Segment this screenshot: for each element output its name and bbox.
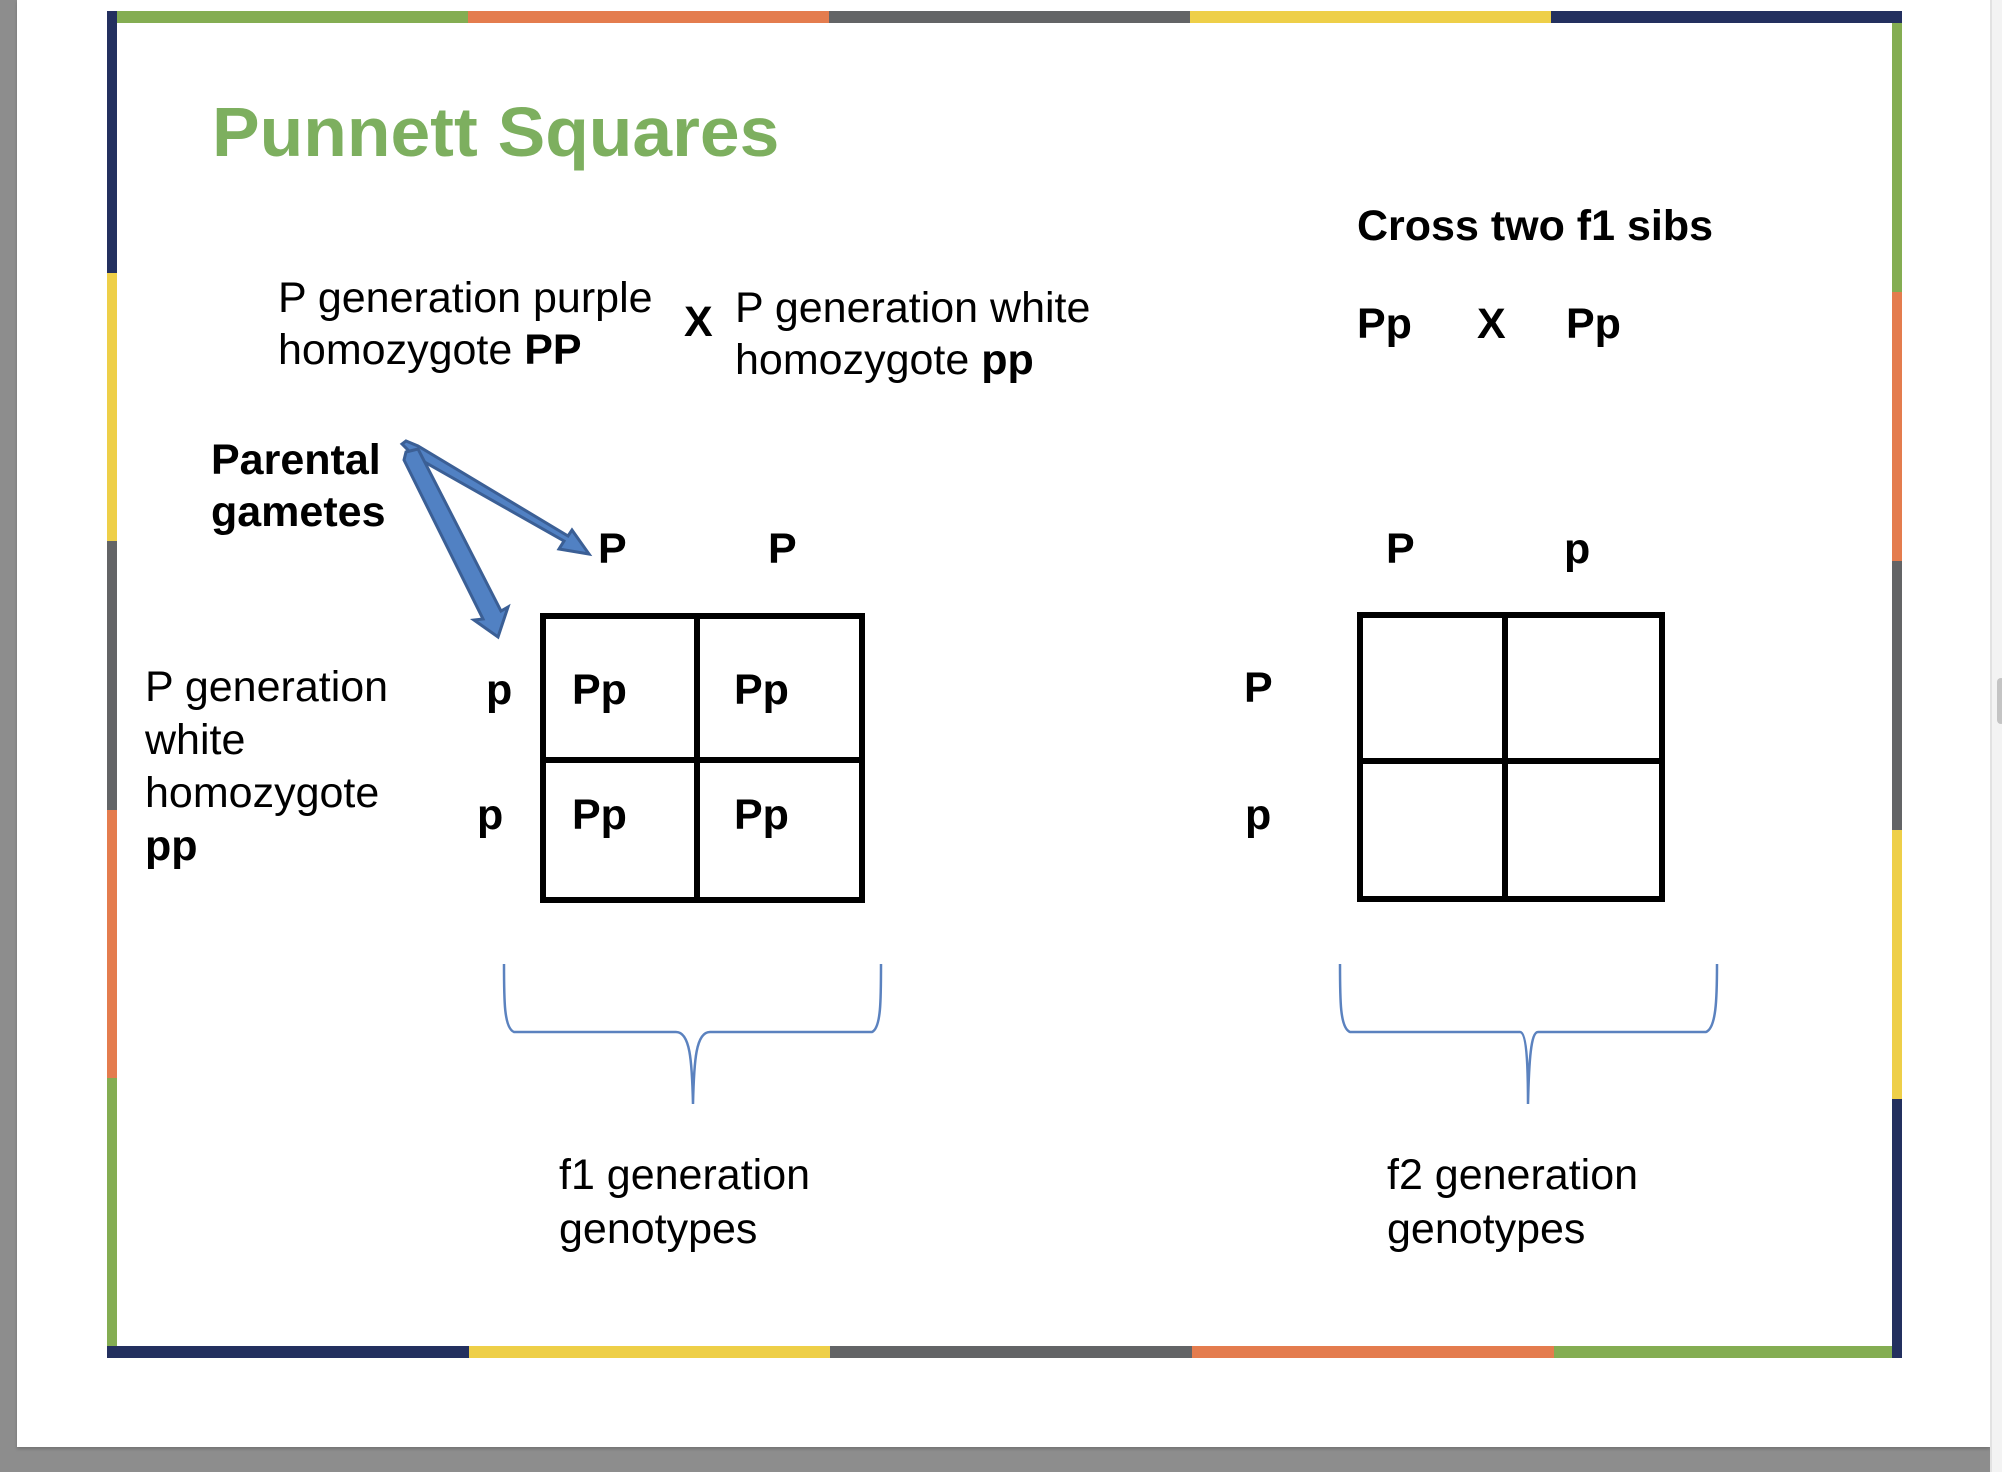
side-label-line2: white	[145, 716, 246, 764]
arrow-to-row-allele-icon	[402, 447, 511, 640]
parent1-genotype: PP	[524, 326, 582, 374]
f1-cell-r1c1: Pp	[572, 666, 627, 714]
side-label-genotype: pp	[145, 822, 198, 870]
f1-grid-hline	[540, 757, 865, 763]
cross2-row-allele-1: P	[1244, 664, 1273, 712]
border-top-navy	[1551, 11, 1902, 23]
border-top-orange	[468, 11, 829, 23]
cross2-column-allele-2: p	[1564, 525, 1591, 573]
cross1-column-allele-2: P	[768, 525, 797, 573]
border-bottom-yellow	[469, 1346, 830, 1358]
f2-grid-hline	[1357, 758, 1665, 764]
f2-grid-vline	[1502, 612, 1508, 902]
cross1-row-allele-2: p	[477, 791, 504, 839]
gametes-label-line1: Parental	[211, 436, 381, 484]
parent2-line2: homozygote pp	[735, 334, 1090, 386]
gametes-label: Parental gametes	[211, 434, 385, 538]
cross2-heading: Cross two f1 sibs	[1357, 202, 1714, 250]
f2-result-line1: f2 generation	[1387, 1151, 1639, 1199]
parent2-description: P generation white homozygote pp	[735, 282, 1090, 386]
f1-cell-r2c2: Pp	[734, 791, 789, 839]
cross1-column-allele-1: P	[598, 525, 627, 573]
scrollbar-thumb[interactable]	[1997, 678, 2002, 724]
border-top-gray	[829, 11, 1190, 23]
f1-cell-r2c1: Pp	[572, 791, 627, 839]
side-label-line1: P generation	[145, 663, 389, 711]
cross2-symbol: X	[1477, 300, 1506, 348]
border-top-yellow	[1190, 11, 1551, 23]
parent1-description: P generation purple homozygote PP	[278, 272, 653, 376]
cross1-symbol: X	[684, 298, 713, 346]
border-left-yellow	[107, 273, 117, 541]
parent1-line1: P generation purple	[278, 274, 653, 322]
f2-result-label: f2 generation genotypes	[1387, 1148, 1638, 1256]
border-right-green	[1892, 23, 1902, 292]
parent1-line2: homozygote PP	[278, 324, 653, 376]
parent2-genotype: pp	[981, 336, 1034, 384]
slide-title: Punnett Squares	[212, 93, 780, 171]
cross2-row-allele-2: p	[1245, 791, 1272, 839]
f1-result-line1: f1 generation	[559, 1151, 811, 1199]
border-right-gray	[1892, 561, 1902, 830]
side-panel	[1990, 0, 2002, 1472]
border-bottom-navy	[107, 1346, 469, 1358]
f1-cell-r1c2: Pp	[734, 666, 789, 714]
side-label-line3: homozygote	[145, 769, 380, 817]
parent2-prefix: homozygote	[735, 336, 982, 384]
cross1-row-allele-1: p	[486, 666, 513, 714]
border-right-navy	[1892, 1099, 1902, 1358]
border-left-gray	[107, 541, 117, 810]
cross2-parent2: Pp	[1566, 300, 1621, 348]
f2-grid-frame	[1357, 612, 1665, 902]
f2-result-line2: genotypes	[1387, 1205, 1586, 1253]
border-left-green	[107, 1078, 117, 1346]
cross2-column-allele-1: P	[1386, 525, 1415, 573]
f2-brace-icon	[1338, 963, 1719, 1105]
border-left-orange	[107, 810, 117, 1078]
border-right-orange	[1892, 292, 1902, 561]
border-bottom-orange	[1192, 1346, 1554, 1358]
border-top-green	[107, 11, 468, 23]
f1-result-label: f1 generation genotypes	[559, 1148, 810, 1256]
f1-result-line2: genotypes	[559, 1205, 758, 1253]
border-right-yellow	[1892, 830, 1902, 1099]
arrow-to-column-allele-icon	[399, 439, 593, 557]
border-left-navy	[107, 11, 117, 273]
border-bottom-green	[1554, 1346, 1892, 1358]
f1-brace-icon	[502, 963, 883, 1105]
cross2-parent1: Pp	[1357, 300, 1412, 348]
border-bottom-gray	[830, 1346, 1192, 1358]
side-parent-description: P generation white homozygote pp	[145, 661, 388, 873]
parent1-prefix: homozygote	[278, 326, 525, 374]
gametes-label-line2: gametes	[211, 488, 386, 536]
parent2-line1: P generation white	[735, 284, 1091, 332]
